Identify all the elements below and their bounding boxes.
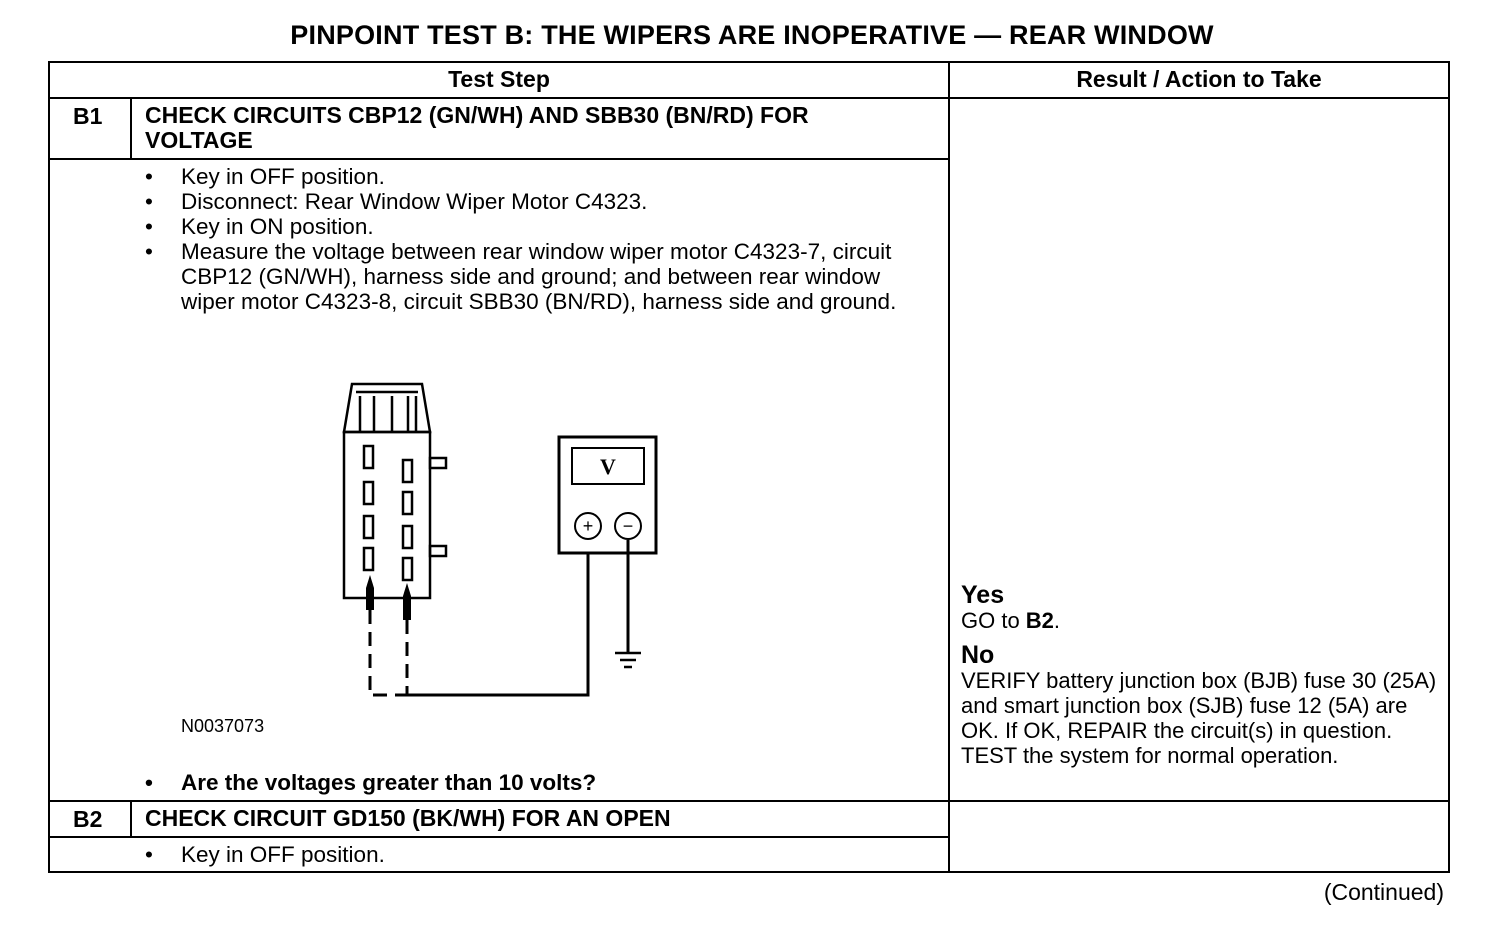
step-b1-bullets: Key in OFF position. Disconnect: Rear Wi… — [143, 164, 923, 314]
b2-id-divider — [130, 800, 132, 837]
voltmeter-display — [571, 447, 645, 485]
step-b1-question: Are the voltages greater than 10 volts? — [143, 770, 923, 795]
step-b2-bullets: Key in OFF position. — [143, 842, 923, 867]
b2-title-divider — [48, 836, 950, 838]
minus-terminal — [614, 512, 642, 540]
step-b1-result: Yes GO to B2. No VERIFY battery junction… — [961, 582, 1447, 768]
pin-slot — [362, 480, 375, 506]
list-item: Disconnect: Rear Window Wiper Motor C432… — [143, 189, 923, 214]
voltmeter-symbol: V — [600, 454, 616, 479]
list-item: Measure the voltage between rear window … — [143, 239, 923, 314]
yes-label: Yes — [961, 581, 1005, 609]
step-b1-id: B1 — [73, 103, 103, 129]
no-action: VERIFY battery junction box (BJB) fuse 3… — [961, 668, 1437, 768]
question-text: Are the voltages greater than 10 volts? — [143, 770, 923, 795]
probe-tip-c4323-8 — [403, 583, 411, 620]
pin-slot — [401, 490, 414, 516]
pin-slot — [401, 556, 414, 582]
table-border-left — [48, 61, 50, 873]
table-border-top — [48, 61, 1450, 63]
b1-id-divider — [130, 97, 132, 159]
plus-symbol: + — [583, 516, 594, 536]
pin-slot — [362, 514, 375, 540]
pin-slot — [401, 524, 414, 550]
step-b1-title: CHECK CIRCUITS CBP12 (GN/WH) AND SBB30 (… — [145, 103, 945, 153]
minus-symbol: − — [623, 516, 634, 536]
header-divider — [48, 97, 1450, 99]
pin-slot — [362, 546, 375, 572]
pin-slot — [362, 444, 375, 470]
plus-terminal — [574, 512, 602, 540]
header-test-step: Test Step — [448, 66, 550, 92]
page-title: PINPOINT TEST B: THE WIPERS ARE INOPERAT… — [290, 20, 1214, 50]
header-result-action: Result / Action to Take — [1076, 66, 1322, 92]
list-item: Key in OFF position. — [143, 164, 923, 189]
column-divider — [948, 61, 950, 873]
list-item: Key in ON position. — [143, 214, 923, 239]
table-border-right — [1448, 61, 1450, 873]
voltmeter-diagram: V + − — [342, 382, 658, 697]
step-b1-title-line2: VOLTAGE — [145, 127, 253, 153]
pin-slot — [401, 458, 414, 484]
step-b2-title: CHECK CIRCUIT GD150 (BK/WH) FOR AN OPEN — [145, 805, 671, 831]
b1-title-divider — [48, 158, 950, 160]
yes-action: GO to B2. — [961, 608, 1061, 633]
step-b2-id: B2 — [73, 806, 103, 832]
step-b1-title-line1: CHECK CIRCUITS CBP12 (GN/WH) AND SBB30 (… — [145, 102, 809, 128]
figure-id: N0037073 — [181, 716, 265, 736]
b1-b2-divider — [48, 800, 1450, 802]
no-label: No — [961, 641, 995, 669]
table-border-bottom — [48, 871, 1450, 873]
continued-note: (Continued) — [1323, 879, 1444, 905]
probe-tip-c4323-7 — [366, 575, 374, 610]
list-item: Key in OFF position. — [143, 842, 923, 867]
ground-icon — [615, 651, 641, 669]
connector-body — [342, 430, 432, 600]
